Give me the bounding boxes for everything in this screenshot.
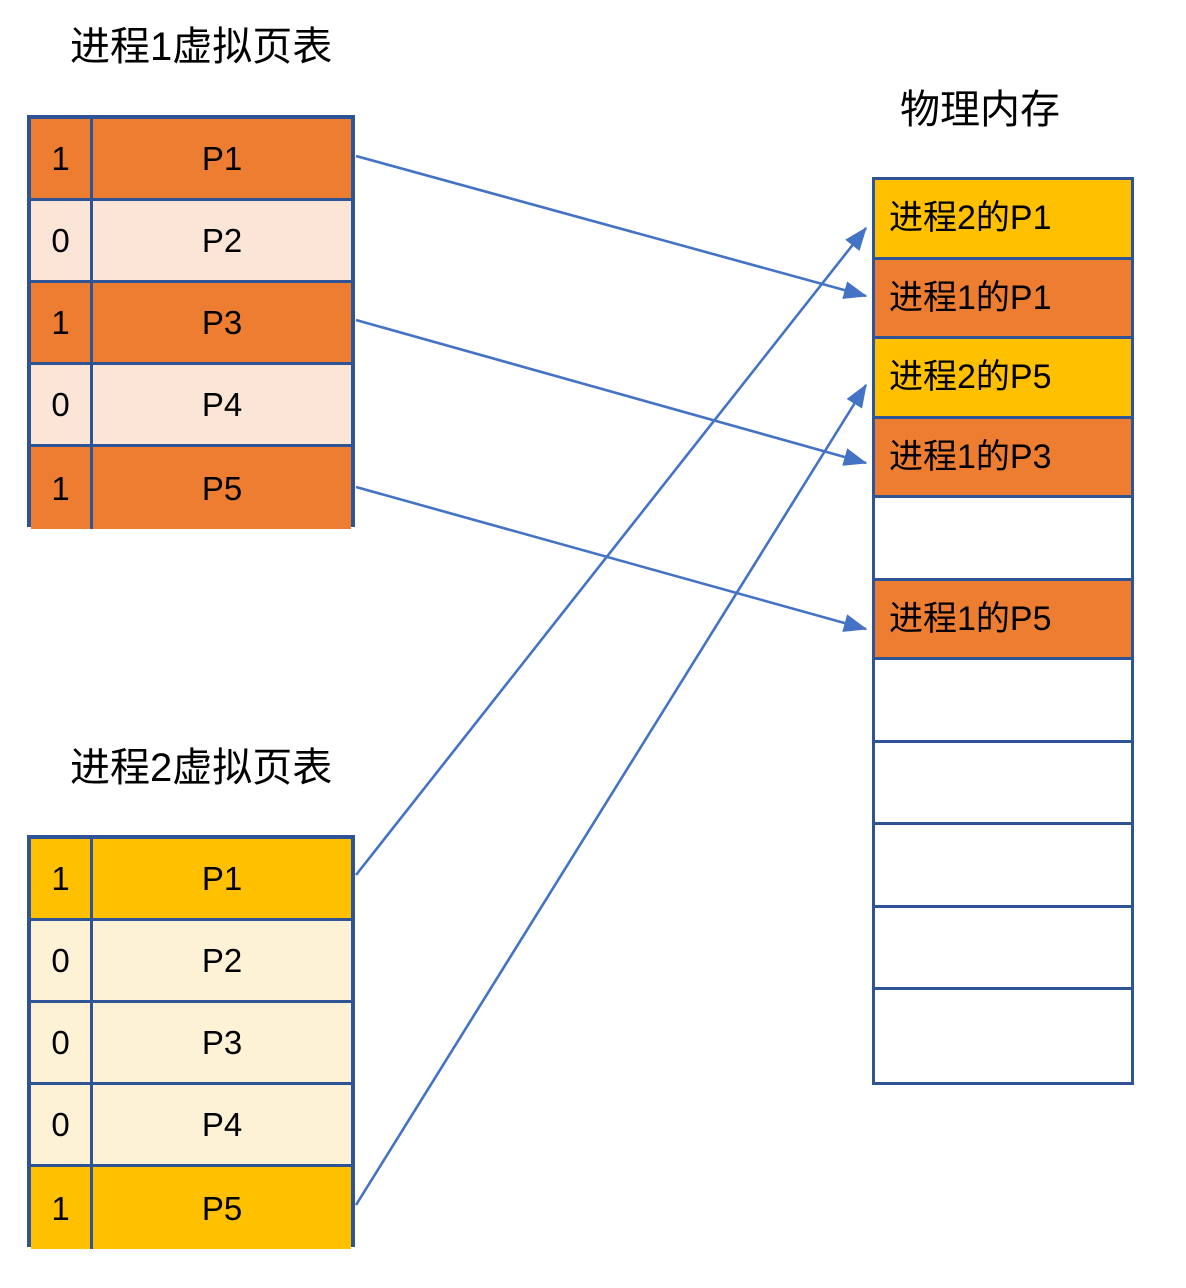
page-label: P3 <box>93 1003 351 1082</box>
table-row[interactable]: 1 P1 <box>31 839 351 921</box>
arrow-p1-page3-to-mem4 <box>355 318 868 466</box>
page-label: P4 <box>93 365 351 444</box>
process2-page-table: 1 P1 0 P2 0 P3 0 P4 1 P5 <box>27 835 355 1249</box>
table-row[interactable]: 1 P3 <box>31 283 351 365</box>
table-row[interactable]: 1 P5 <box>31 1167 351 1249</box>
page-label: P1 <box>93 119 351 198</box>
memory-frame-free[interactable] <box>875 660 1131 743</box>
table-row[interactable]: 0 P2 <box>31 201 351 283</box>
page-present-flag: 1 <box>31 1167 93 1249</box>
arrow-p1-page1-to-mem2 <box>355 154 868 299</box>
page-present-flag: 0 <box>31 365 93 444</box>
memory-frame-free[interactable] <box>875 990 1131 1073</box>
arrow-p2-page5-to-mem3 <box>354 383 868 1206</box>
page-present-flag: 0 <box>31 201 93 280</box>
page-present-flag: 0 <box>31 921 93 1000</box>
memory-frame[interactable]: 进程1的P5 <box>875 577 1131 660</box>
memory-frame[interactable]: 进程1的P1 <box>875 256 1131 339</box>
page-label: P2 <box>93 921 351 1000</box>
arrow-p1-page5-to-mem6 <box>355 485 868 632</box>
memory-frame-free[interactable] <box>875 498 1131 581</box>
page-label: P5 <box>93 1167 351 1249</box>
table-row[interactable]: 0 P3 <box>31 1003 351 1085</box>
memory-frame[interactable]: 进程2的P1 <box>875 177 1131 260</box>
table-row[interactable]: 1 P1 <box>31 119 351 201</box>
page-present-flag: 1 <box>31 447 93 529</box>
memory-frame-free[interactable] <box>875 742 1131 825</box>
process2-table-title: 进程2虚拟页表 <box>70 746 333 790</box>
physical-memory-title: 物理内存 <box>900 88 1060 132</box>
memory-frame-free[interactable] <box>875 907 1131 990</box>
page-label: P1 <box>93 839 351 918</box>
process1-page-table: 1 P1 0 P2 1 P3 0 P4 1 P5 <box>27 115 355 529</box>
table-row[interactable]: 0 P4 <box>31 1085 351 1167</box>
table-row[interactable]: 0 P2 <box>31 921 351 1003</box>
process1-table-title: 进程1虚拟页表 <box>70 25 333 69</box>
table-row[interactable]: 1 P5 <box>31 447 351 529</box>
arrow-p2-page1-to-mem1 <box>354 226 868 876</box>
memory-frame[interactable]: 进程2的P5 <box>875 336 1131 419</box>
page-present-flag: 0 <box>31 1085 93 1164</box>
page-present-flag: 0 <box>31 1003 93 1082</box>
physical-memory-column: 进程2的P1 进程1的P1 进程2的P5 进程1的P3 进程1的P5 <box>872 177 1134 1085</box>
page-present-flag: 1 <box>31 283 93 362</box>
table-row[interactable]: 0 P4 <box>31 365 351 447</box>
page-label: P4 <box>93 1085 351 1164</box>
page-present-flag: 1 <box>31 839 93 918</box>
page-present-flag: 1 <box>31 119 93 198</box>
page-label: P5 <box>93 447 351 529</box>
memory-frame-free[interactable] <box>875 825 1131 908</box>
memory-frame[interactable]: 进程1的P3 <box>875 415 1131 498</box>
page-label: P3 <box>93 283 351 362</box>
page-label: P2 <box>93 201 351 280</box>
